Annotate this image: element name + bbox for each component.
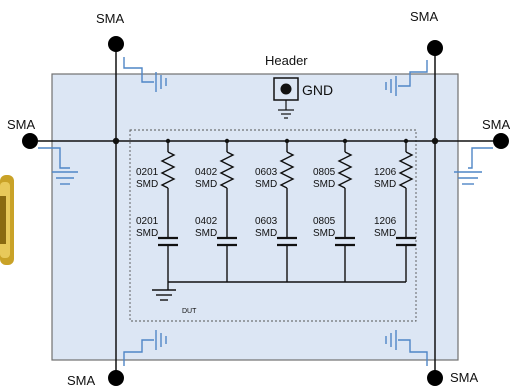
shield-ground-connections: [38, 57, 493, 366]
sma-terminal-bottom-left: [108, 370, 124, 386]
sma-label-right: SMA: [482, 117, 510, 132]
junction-dots: [112, 137, 439, 145]
capacitor-size-label: 1206: [374, 216, 397, 227]
resistor-symbol: [398, 151, 414, 189]
capacitor-size-label: 0805: [313, 216, 336, 227]
capacitor-size-label: 0201: [136, 216, 159, 227]
sma-terminal-bottom-right: [427, 370, 443, 386]
sma-label-top-left: SMA: [96, 11, 125, 26]
resistor-size-label: 1206: [374, 167, 397, 178]
resistor-type-label: SMD: [195, 179, 217, 190]
header-connector: [273, 77, 299, 119]
sma-label-top-right: SMA: [410, 9, 439, 24]
resistor-size-label: 0402: [195, 167, 218, 178]
header-ground-icon: [278, 109, 294, 119]
sma-label-left: SMA: [7, 117, 36, 132]
resistor-type-label: SMD: [374, 179, 396, 190]
capacitor-type-label: SMD: [136, 228, 158, 239]
resistor-size-label: 0805: [313, 167, 336, 178]
resistor-size-label: 0201: [136, 167, 159, 178]
bus-junction: [342, 138, 348, 144]
sma-terminal-top-left: [108, 36, 124, 52]
gnd-label: GND: [302, 82, 333, 98]
pcb-board: [51, 73, 459, 361]
resistor-symbol: [219, 151, 235, 189]
bus-junction: [165, 138, 171, 144]
resistor-size-label: 0603: [255, 167, 278, 178]
capacitor-type-label: SMD: [313, 228, 335, 239]
capacitor-size-label: 0402: [195, 216, 218, 227]
resistor-type-label: SMD: [313, 179, 335, 190]
capacitor-type-label: SMD: [255, 228, 277, 239]
dut-region: [129, 129, 417, 322]
sma-label-bottom-right: SMA: [450, 370, 479, 385]
sma-terminal-right: [493, 133, 509, 149]
resistor-symbol: [279, 151, 295, 189]
capacitor-size-label: 0603: [255, 216, 278, 227]
sma-terminals: [22, 36, 509, 386]
bus-junction: [284, 138, 290, 144]
component-array: 0201SMD0201SMD0402SMD0402SMD0603SMD0603S…: [136, 138, 416, 282]
bus-junction: [403, 138, 409, 144]
dut-label: DUT: [182, 308, 197, 315]
sma-terminal-top-right: [427, 40, 443, 56]
header-pin: [280, 83, 292, 95]
resistor-type-label: SMD: [136, 179, 158, 190]
dut-ground-rail: [152, 281, 406, 301]
sma-label-bottom-left: SMA: [67, 373, 96, 388]
resistor-symbol: [160, 151, 176, 189]
sma-connector-photo: [0, 175, 14, 265]
bus-junction: [224, 138, 230, 144]
resistor-symbol: [337, 151, 353, 189]
capacitor-type-label: SMD: [195, 228, 217, 239]
resistor-type-label: SMD: [255, 179, 277, 190]
header-label: Header: [265, 53, 308, 68]
sma-terminal-left: [22, 133, 38, 149]
capacitor-type-label: SMD: [374, 228, 396, 239]
